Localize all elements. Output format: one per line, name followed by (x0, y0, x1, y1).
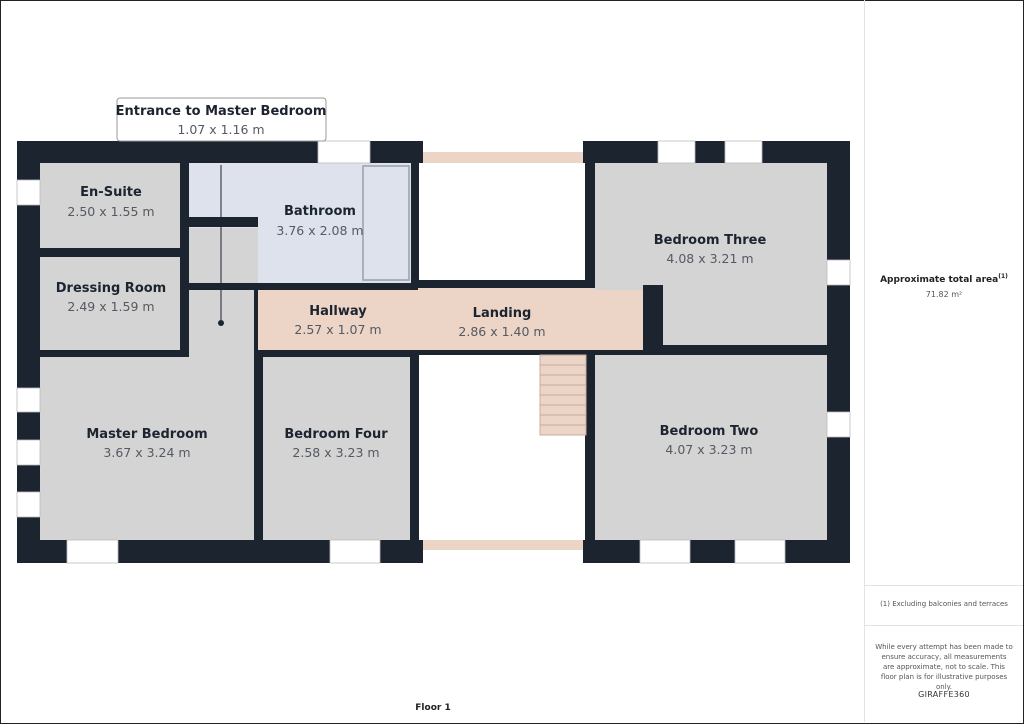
room-dims: 4.07 x 3.23 m (665, 442, 752, 457)
room-bedroom-four (263, 357, 410, 540)
balcony-strip-bottom-fill (423, 540, 583, 550)
room-name: Bedroom Two (660, 424, 759, 439)
balcony-strip-top-fill (423, 152, 583, 163)
entrance-marker (218, 320, 224, 326)
floor-label: Floor 1 (415, 703, 451, 713)
floor-plan: Entrance to Master Bedroom 1.07 x 1.16 m… (16, 97, 851, 564)
total-area-label: Approximate total area (880, 275, 999, 285)
summary-panel: Approximate total area(1) 71.82 m² (1) E… (864, 0, 1023, 722)
room-name: Bedroom Four (284, 427, 388, 442)
room-dims: 3.67 x 3.24 m (103, 445, 190, 460)
room-en-suite (40, 163, 180, 248)
landing-ext (586, 290, 643, 348)
windows (16, 140, 851, 564)
room-dims: 2.57 x 1.07 m (294, 322, 381, 337)
void-top (419, 163, 585, 280)
shower (362, 165, 410, 281)
total-area-title: Approximate total area(1) (865, 273, 1023, 285)
corridor-grey (189, 228, 258, 283)
callout-box (116, 97, 327, 142)
room-name: Landing (473, 306, 532, 321)
footnote-marker: (1) (998, 273, 1008, 280)
room-name: Dressing Room (56, 281, 166, 296)
room-dims: 2.86 x 1.40 m (458, 324, 545, 339)
total-area-value: 71.82 m² (925, 290, 963, 299)
callout-name: Entrance to Master Bedroom (116, 104, 327, 119)
brand-logo: GIRAFFE360 (918, 690, 970, 699)
callout-dims: 1.07 x 1.16 m (177, 122, 264, 137)
room-bedroom-two (595, 355, 827, 540)
room-name: Bathroom (284, 204, 356, 219)
room-dims: 2.49 x 1.59 m (67, 299, 154, 314)
wall-notch (643, 285, 663, 353)
room-name: Master Bedroom (86, 427, 207, 442)
room-master-bedroom (40, 357, 254, 540)
stair-treads (540, 364, 586, 426)
divider (865, 585, 1023, 586)
room-name: En-Suite (80, 185, 142, 200)
disclaimer: While every attempt has been made to ens… (875, 643, 1013, 691)
room-dims: 2.50 x 1.55 m (67, 204, 154, 219)
room-hallway (258, 290, 418, 350)
room-dims: 4.08 x 3.21 m (666, 251, 753, 266)
footnote: (1) Excluding balconies and terraces (880, 600, 1008, 608)
divider (865, 625, 1023, 626)
room-name: Bedroom Three (654, 233, 767, 248)
wall-inner (189, 217, 258, 227)
room-dims: 2.58 x 3.23 m (292, 445, 379, 460)
room-name: Hallway (309, 304, 367, 319)
room-dims: 3.76 x 2.08 m (276, 223, 363, 238)
room-dressing-room (40, 257, 180, 350)
